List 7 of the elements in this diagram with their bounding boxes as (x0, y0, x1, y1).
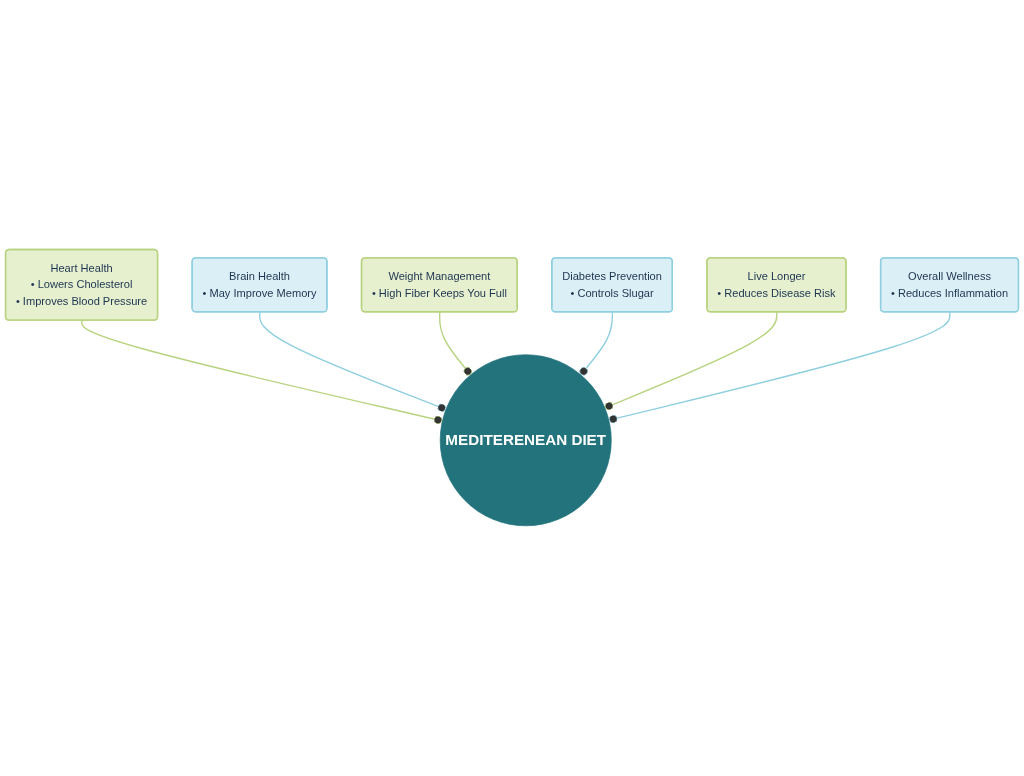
connector (608, 311, 951, 424)
connector (579, 311, 614, 376)
node-circle: MEDITERENEAN DIET (439, 354, 612, 527)
connector (438, 311, 472, 376)
connector (604, 311, 778, 411)
connector (81, 320, 444, 425)
connector (259, 311, 447, 413)
